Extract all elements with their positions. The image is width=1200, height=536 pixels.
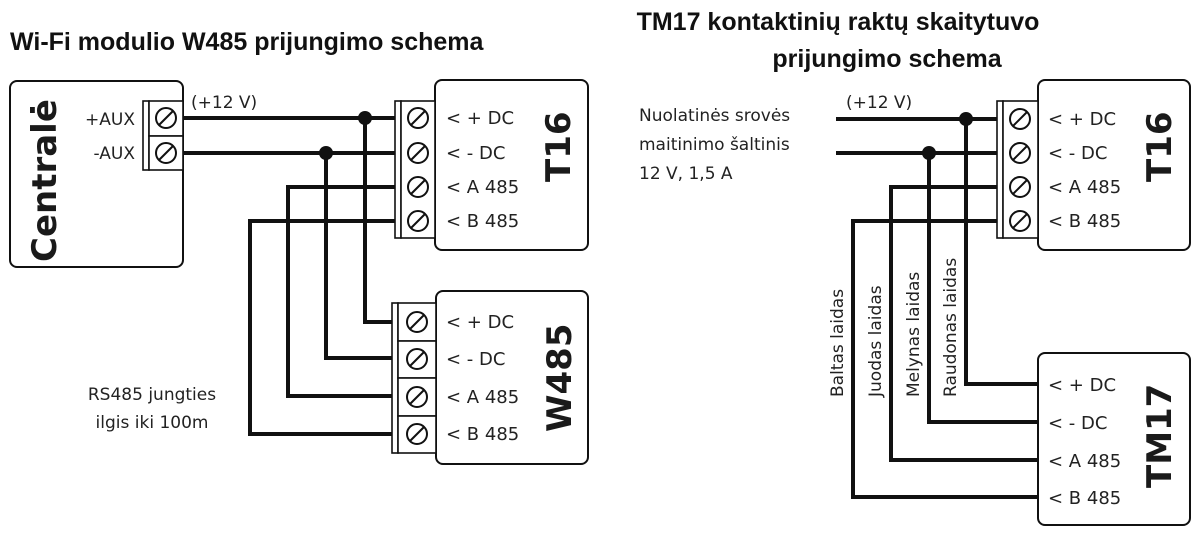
wire-b485 xyxy=(851,219,1040,499)
wire-w485-plus xyxy=(363,118,393,324)
terminal-label: < B 485 xyxy=(446,424,519,445)
screw-icon xyxy=(407,210,429,232)
screw-icon xyxy=(1009,142,1031,164)
screw-icon xyxy=(406,423,428,445)
junction-dot xyxy=(358,111,372,125)
screw-icon xyxy=(1009,176,1031,198)
right-diagram-title-line2: prijungimo schema xyxy=(772,45,1002,73)
screw-icon xyxy=(407,176,429,198)
right-wires xyxy=(836,112,1040,499)
aux-plus-label: +AUX xyxy=(85,110,135,130)
terminal-strip xyxy=(391,302,399,454)
left-diagram-title: Wi-Fi modulio W485 prijungimo schema xyxy=(10,28,485,56)
terminal-label: < A 485 xyxy=(1048,177,1121,198)
terminal-label: < + DC xyxy=(1048,375,1116,396)
wire-tm17-plus xyxy=(964,119,1040,386)
screw-icon xyxy=(155,142,177,164)
tm17-box xyxy=(1037,352,1191,526)
supply-line1: Nuolatinės srovės xyxy=(639,106,790,126)
screw-icon xyxy=(1009,210,1031,232)
terminal-label: < - DC xyxy=(446,143,505,164)
terminal-label: < - DC xyxy=(1048,143,1107,164)
junction-dot xyxy=(922,146,936,160)
terminal-label: < B 485 xyxy=(446,211,519,232)
terminal-label: < A 485 xyxy=(446,387,519,408)
terminal-label: < B 485 xyxy=(1048,211,1121,232)
screw-icon xyxy=(406,386,428,408)
rs485-note-line1: RS485 jungties xyxy=(88,385,216,405)
wire-b485 xyxy=(248,219,396,436)
screw-icon xyxy=(406,311,428,333)
terminal-label: < + DC xyxy=(446,312,514,333)
junction-dot xyxy=(959,112,973,126)
screw-icon xyxy=(155,107,177,129)
left-wires xyxy=(183,111,396,436)
wire-label-blue: Melynas laidas xyxy=(904,272,924,397)
screw-icon xyxy=(1009,108,1031,130)
terminal-label: < A 485 xyxy=(1048,451,1121,472)
w485-module: < + DC < - DC < A 485 < B 485 W485 xyxy=(391,290,589,465)
screw-icon xyxy=(407,142,429,164)
wire-label-red: Raudonas laidas xyxy=(941,258,961,397)
t16-module-left: < + DC < - DC < A 485 < B 485 T16 xyxy=(394,79,589,251)
terminal-label: < - DC xyxy=(446,349,505,370)
supply-line2: maitinimo šaltinis xyxy=(639,135,790,155)
supply-line3: 12 V, 1,5 A xyxy=(639,164,733,184)
terminal-label: < + DC xyxy=(1048,109,1116,130)
terminal-strip xyxy=(142,100,150,171)
aux-minus-label: -AUX xyxy=(94,144,136,164)
wire-label-white: Baltas laidas xyxy=(828,289,848,397)
wire-a485 xyxy=(286,185,396,398)
terminal-label: < + DC xyxy=(446,108,514,129)
screw-icon xyxy=(407,107,429,129)
t16-name: T16 xyxy=(1140,111,1180,182)
rs485-note-line2: ilgis iki 100m xyxy=(96,413,209,433)
wire-a485 xyxy=(889,185,1040,462)
control-panel: Centralė +AUX -AUX xyxy=(9,80,184,268)
voltage-label-right: (+12 V) xyxy=(846,93,912,113)
terminal-label: < B 485 xyxy=(1048,488,1121,509)
wire-tm17-minus xyxy=(927,153,1040,424)
wire-label-black: Juodas laidas xyxy=(866,285,886,398)
wire-w485-minus xyxy=(324,153,393,360)
voltage-label: (+12 V) xyxy=(191,93,257,113)
terminal-label: < - DC xyxy=(1048,413,1107,434)
terminal-strip xyxy=(996,100,1004,239)
tm17-module: < + DC < - DC < A 485 < B 485 TM17 xyxy=(1037,352,1191,526)
control-panel-name: Centralė xyxy=(25,99,65,262)
control-panel-box xyxy=(9,80,184,268)
terminal-strip xyxy=(394,100,402,239)
tm17-name: TM17 xyxy=(1140,384,1180,488)
terminal-label: < A 485 xyxy=(446,177,519,198)
screw-icon xyxy=(406,348,428,370)
junction-dot xyxy=(319,146,333,160)
t16-name: T16 xyxy=(539,111,579,182)
t16-module-right: < + DC < - DC < A 485 < B 485 T16 xyxy=(996,79,1191,251)
right-diagram-title-line1: TM17 kontaktinių raktų skaitytuvo xyxy=(637,8,1040,36)
w485-name: W485 xyxy=(540,324,580,432)
